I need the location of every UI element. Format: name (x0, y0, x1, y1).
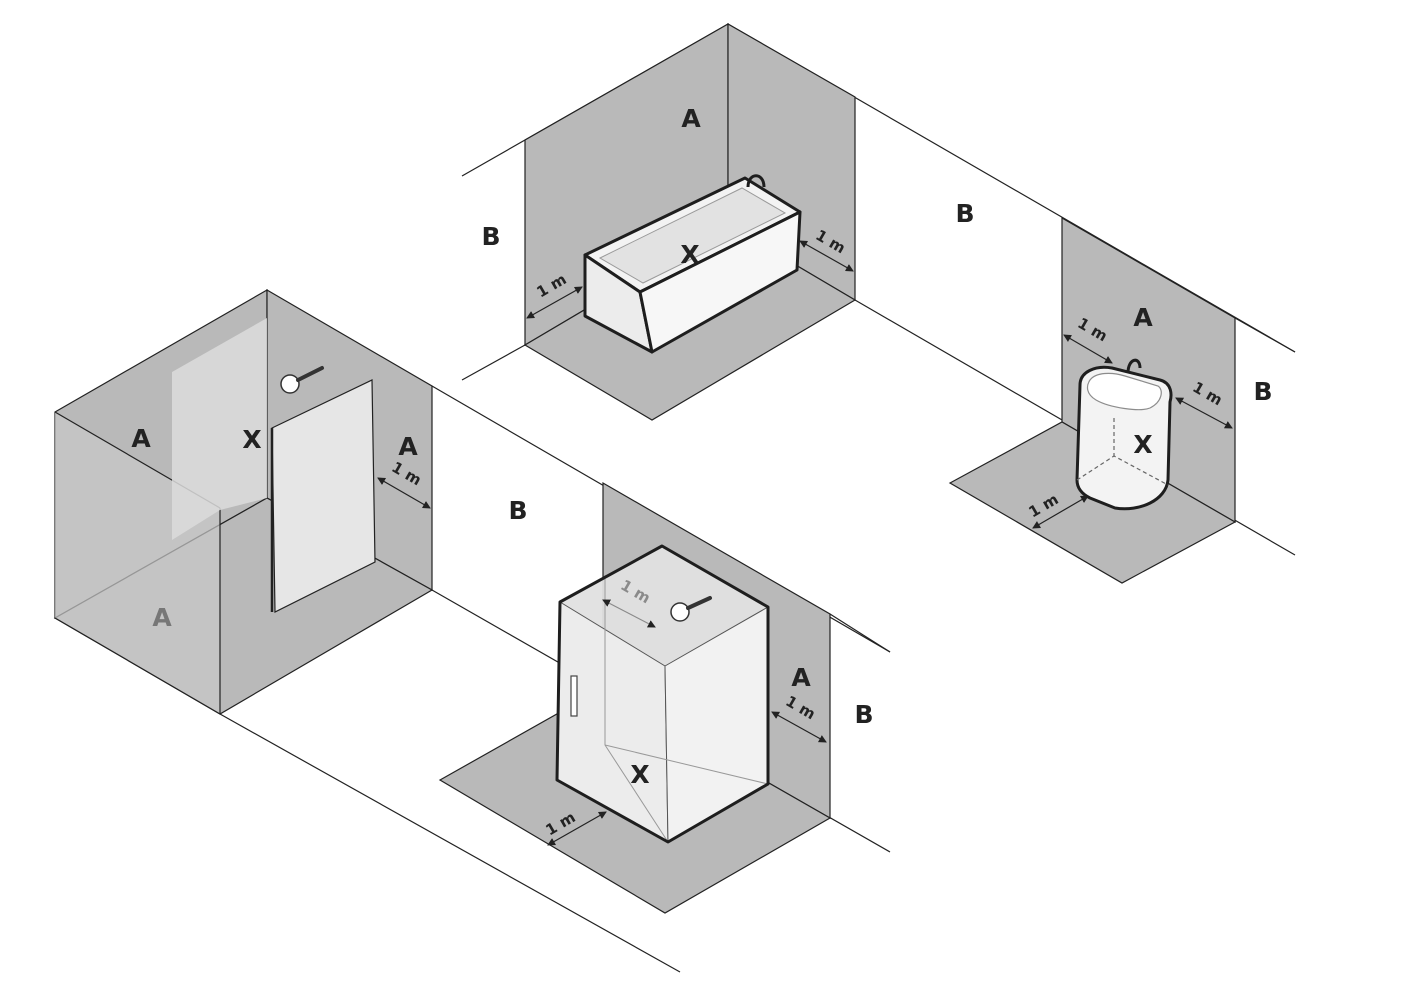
cabin-door-handle (570, 675, 578, 717)
shower-cabin-area (438, 481, 891, 914)
bathtub-zone-x-label: X (680, 240, 699, 269)
cabin-right-dimension-arrow (771, 711, 827, 743)
washbasin-faucet (1126, 358, 1142, 374)
washbasin-zone-x-label: X (1133, 430, 1152, 459)
cabin-front-dimension-arrow (547, 811, 607, 846)
walk-in-zone-x-label: X (242, 425, 261, 454)
washbasin-zone-a-label: A (1133, 303, 1153, 332)
bathtub-room-back-floor-line (461, 344, 526, 381)
walk-in-dimension-arrow (377, 477, 431, 509)
washbasin-right-dimension-arrow (1175, 397, 1233, 429)
bathtub-left-dimension-arrow (526, 286, 583, 319)
bathtub-room (461, 22, 1296, 556)
walk-in-front-floor-line (54, 617, 221, 715)
walk-in-light-zone (172, 318, 267, 540)
cabin-zone-a-label: A (791, 663, 811, 692)
bathtub-faucet (746, 174, 766, 188)
washbasin-area (948, 216, 1296, 584)
washbasin-top-dimension-arrow (1063, 334, 1113, 364)
washbasin-zone-b-label: B (1253, 377, 1272, 406)
walk-in-outer-floor-line (219, 713, 681, 973)
walk-in-zone-a-floor-label: A (152, 603, 172, 632)
bathtub-zone-b-left-label: B (481, 222, 500, 251)
washbasin-wall-top-line (1234, 317, 1296, 353)
walk-in-glass-panel (271, 379, 376, 613)
walk-in-zone-a-right-label: A (398, 432, 418, 461)
bathtub-zone-b-right-label: B (955, 199, 974, 228)
bathtub-zone-a-label: A (681, 104, 701, 133)
cabin-zone-x-label: X (630, 760, 649, 789)
cabin-shower-head-icon (670, 596, 712, 622)
washbasin (1075, 358, 1173, 511)
washbasin-zone-a-floor (948, 421, 1237, 584)
shower-head-icon (280, 366, 324, 394)
walk-in-zone-b-label: B (508, 496, 527, 525)
bathtub (583, 174, 802, 354)
walk-in-shower-area (53, 288, 891, 973)
cabin-zone-b-label: B (854, 700, 873, 729)
shower-cabin (555, 544, 770, 844)
bathtub-right-dimension-arrow (799, 240, 854, 272)
cabin-wall-top-line (829, 613, 891, 653)
washbasin-front-dimension-arrow (1032, 495, 1089, 529)
walk-in-zone-a-left-label: A (131, 424, 151, 453)
